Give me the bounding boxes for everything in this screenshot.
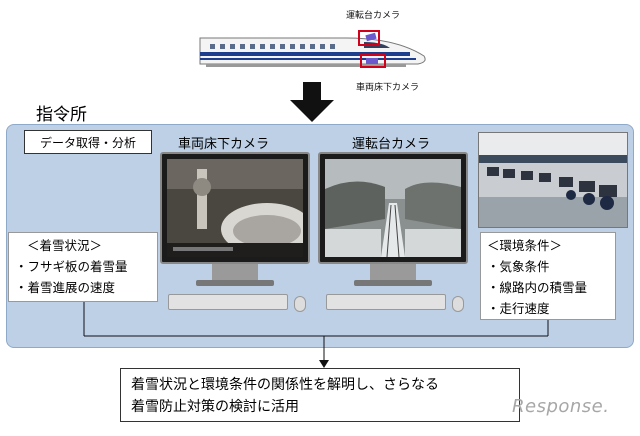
environment-item-2: ・線路内の積雪量	[487, 280, 588, 295]
underfloor-monitor-base	[196, 280, 274, 286]
cab-camera-caption: 運転台カメラ	[346, 11, 401, 21]
environment-item-1: ・気象条件	[487, 259, 550, 274]
down-arrow-icon	[290, 82, 334, 122]
snow-status-box: ＜着雪状況＞ ・フサギ板の着雪量 ・着雪進展の速度	[8, 232, 158, 302]
snow-status-heading: ＜着雪状況＞	[27, 238, 103, 253]
cab-camera-monitor	[318, 152, 468, 264]
environment-box: ＜環境条件＞ ・気象条件 ・線路内の積雪量 ・走行速度	[480, 232, 616, 320]
train-drawing	[199, 37, 426, 67]
cab-monitor-stand	[370, 264, 416, 280]
snow-status-item-2: ・着雪進展の速度	[15, 280, 116, 295]
mouse-1	[294, 296, 306, 312]
keyboard-2	[326, 294, 446, 310]
underfloor-camera-title: 車両床下カメラ	[178, 137, 270, 152]
underfloor-camera-feed	[167, 159, 303, 257]
data-analysis-box: データ取得・分析	[24, 130, 152, 154]
cab-camera-feed	[325, 159, 461, 257]
response-watermark: Response.	[512, 396, 610, 417]
cab-monitor-base	[354, 280, 432, 286]
underfloor-camera-caption: 車両床下カメラ	[356, 83, 420, 93]
mouse-2	[452, 296, 464, 312]
snow-status-item-1: ・フサギ板の着雪量	[15, 259, 128, 274]
environment-item-3: ・走行速度	[487, 301, 550, 316]
control-room-photo	[478, 132, 628, 228]
underfloor-camera-monitor	[160, 152, 310, 264]
cab-camera-marker	[358, 30, 380, 46]
environment-heading: ＜環境条件＞	[487, 238, 563, 253]
shinkansen-train-illustration	[196, 22, 432, 80]
cab-camera-title: 運転台カメラ	[352, 137, 431, 152]
underfloor-monitor-stand	[212, 264, 258, 280]
keyboard-1	[168, 294, 288, 310]
conclusion-line-1: 着雪状況と環境条件の関係性を解明し、さらなる	[131, 377, 439, 393]
hq-title: 指令所	[36, 105, 87, 125]
conclusion-box: 着雪状況と環境条件の関係性を解明し、さらなる 着雪防止対策の検討に活用	[120, 368, 520, 422]
underfloor-camera-marker	[360, 54, 386, 68]
conclusion-line-2: 着雪防止対策の検討に活用	[131, 399, 299, 415]
underfloor-camera-icon	[366, 58, 378, 64]
